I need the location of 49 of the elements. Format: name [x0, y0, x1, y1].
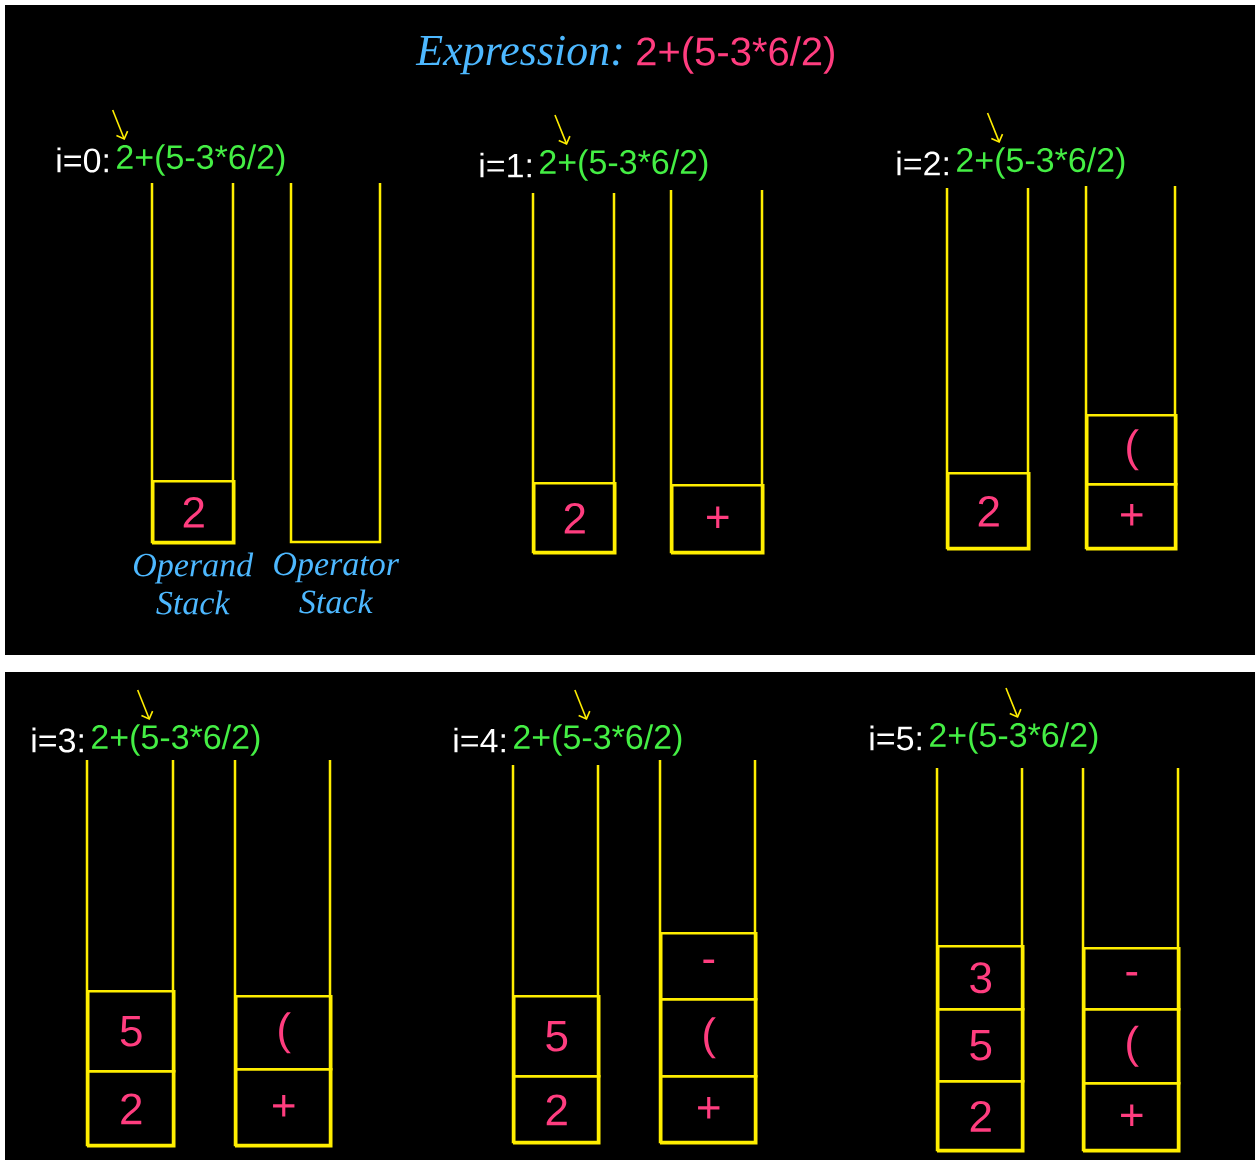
stack-cell: 5	[87, 990, 176, 1073]
expression: 2+(5-3*6/2)	[637, 36, 834, 74]
expression: 2+(5-3*6/2)	[117, 144, 285, 176]
step-label: i=5:	[870, 725, 921, 751]
stack	[511, 765, 600, 1144]
expression: 2+(5-3*6/2)	[957, 147, 1125, 179]
stack-cell: +	[671, 484, 765, 555]
stack	[150, 183, 235, 544]
stack	[233, 760, 332, 1147]
expression: 2+(5-3*6/2)	[930, 722, 1098, 754]
stack-cell: -	[660, 932, 758, 1001]
stack-cell: (	[235, 995, 333, 1071]
stack-cell: 2	[947, 472, 1031, 551]
stack-cell: 5	[513, 995, 601, 1078]
expression: 2+(5-3*6/2)	[92, 724, 260, 756]
stack-cell: +	[660, 1075, 758, 1145]
stack	[289, 183, 382, 544]
stack	[1081, 768, 1180, 1152]
step-label: i=2:	[897, 150, 948, 176]
stack	[531, 193, 616, 554]
stack-cell: 2	[937, 1080, 1025, 1153]
expression: 2+(5-3*6/2)	[540, 149, 708, 181]
stack-cell: 5	[937, 1008, 1025, 1083]
stack-cell: -	[1083, 947, 1181, 1011]
step-label: i=1:	[480, 152, 531, 178]
step-label: i=3:	[32, 727, 83, 753]
stack	[658, 760, 757, 1144]
stack-cell: +	[1086, 483, 1178, 551]
stack	[85, 760, 175, 1147]
stack	[669, 190, 764, 554]
stack	[945, 188, 1030, 550]
step-label: i=4:	[454, 727, 505, 753]
stack-cell: 2	[152, 480, 236, 545]
stack-label: Operator Stack	[274, 552, 400, 614]
expression: 2+(5-3*6/2)	[514, 724, 682, 756]
stack-label: Operand Stack	[134, 552, 254, 615]
stack-cell: +	[1083, 1082, 1181, 1153]
step-label: i=0:	[57, 147, 108, 173]
stack	[1084, 186, 1177, 550]
stack-cell: (	[1083, 1008, 1181, 1085]
stack-cell: (	[660, 998, 758, 1078]
stack	[935, 768, 1024, 1152]
title: Expression:	[415, 35, 622, 75]
stack-cell: +	[235, 1068, 333, 1148]
stack-cell: 2	[533, 482, 617, 555]
stack-cell: (	[1086, 414, 1178, 486]
stack-cell: 3	[937, 945, 1025, 1011]
stack-cell: 2	[513, 1075, 601, 1145]
stack-cell: 2	[87, 1070, 176, 1148]
